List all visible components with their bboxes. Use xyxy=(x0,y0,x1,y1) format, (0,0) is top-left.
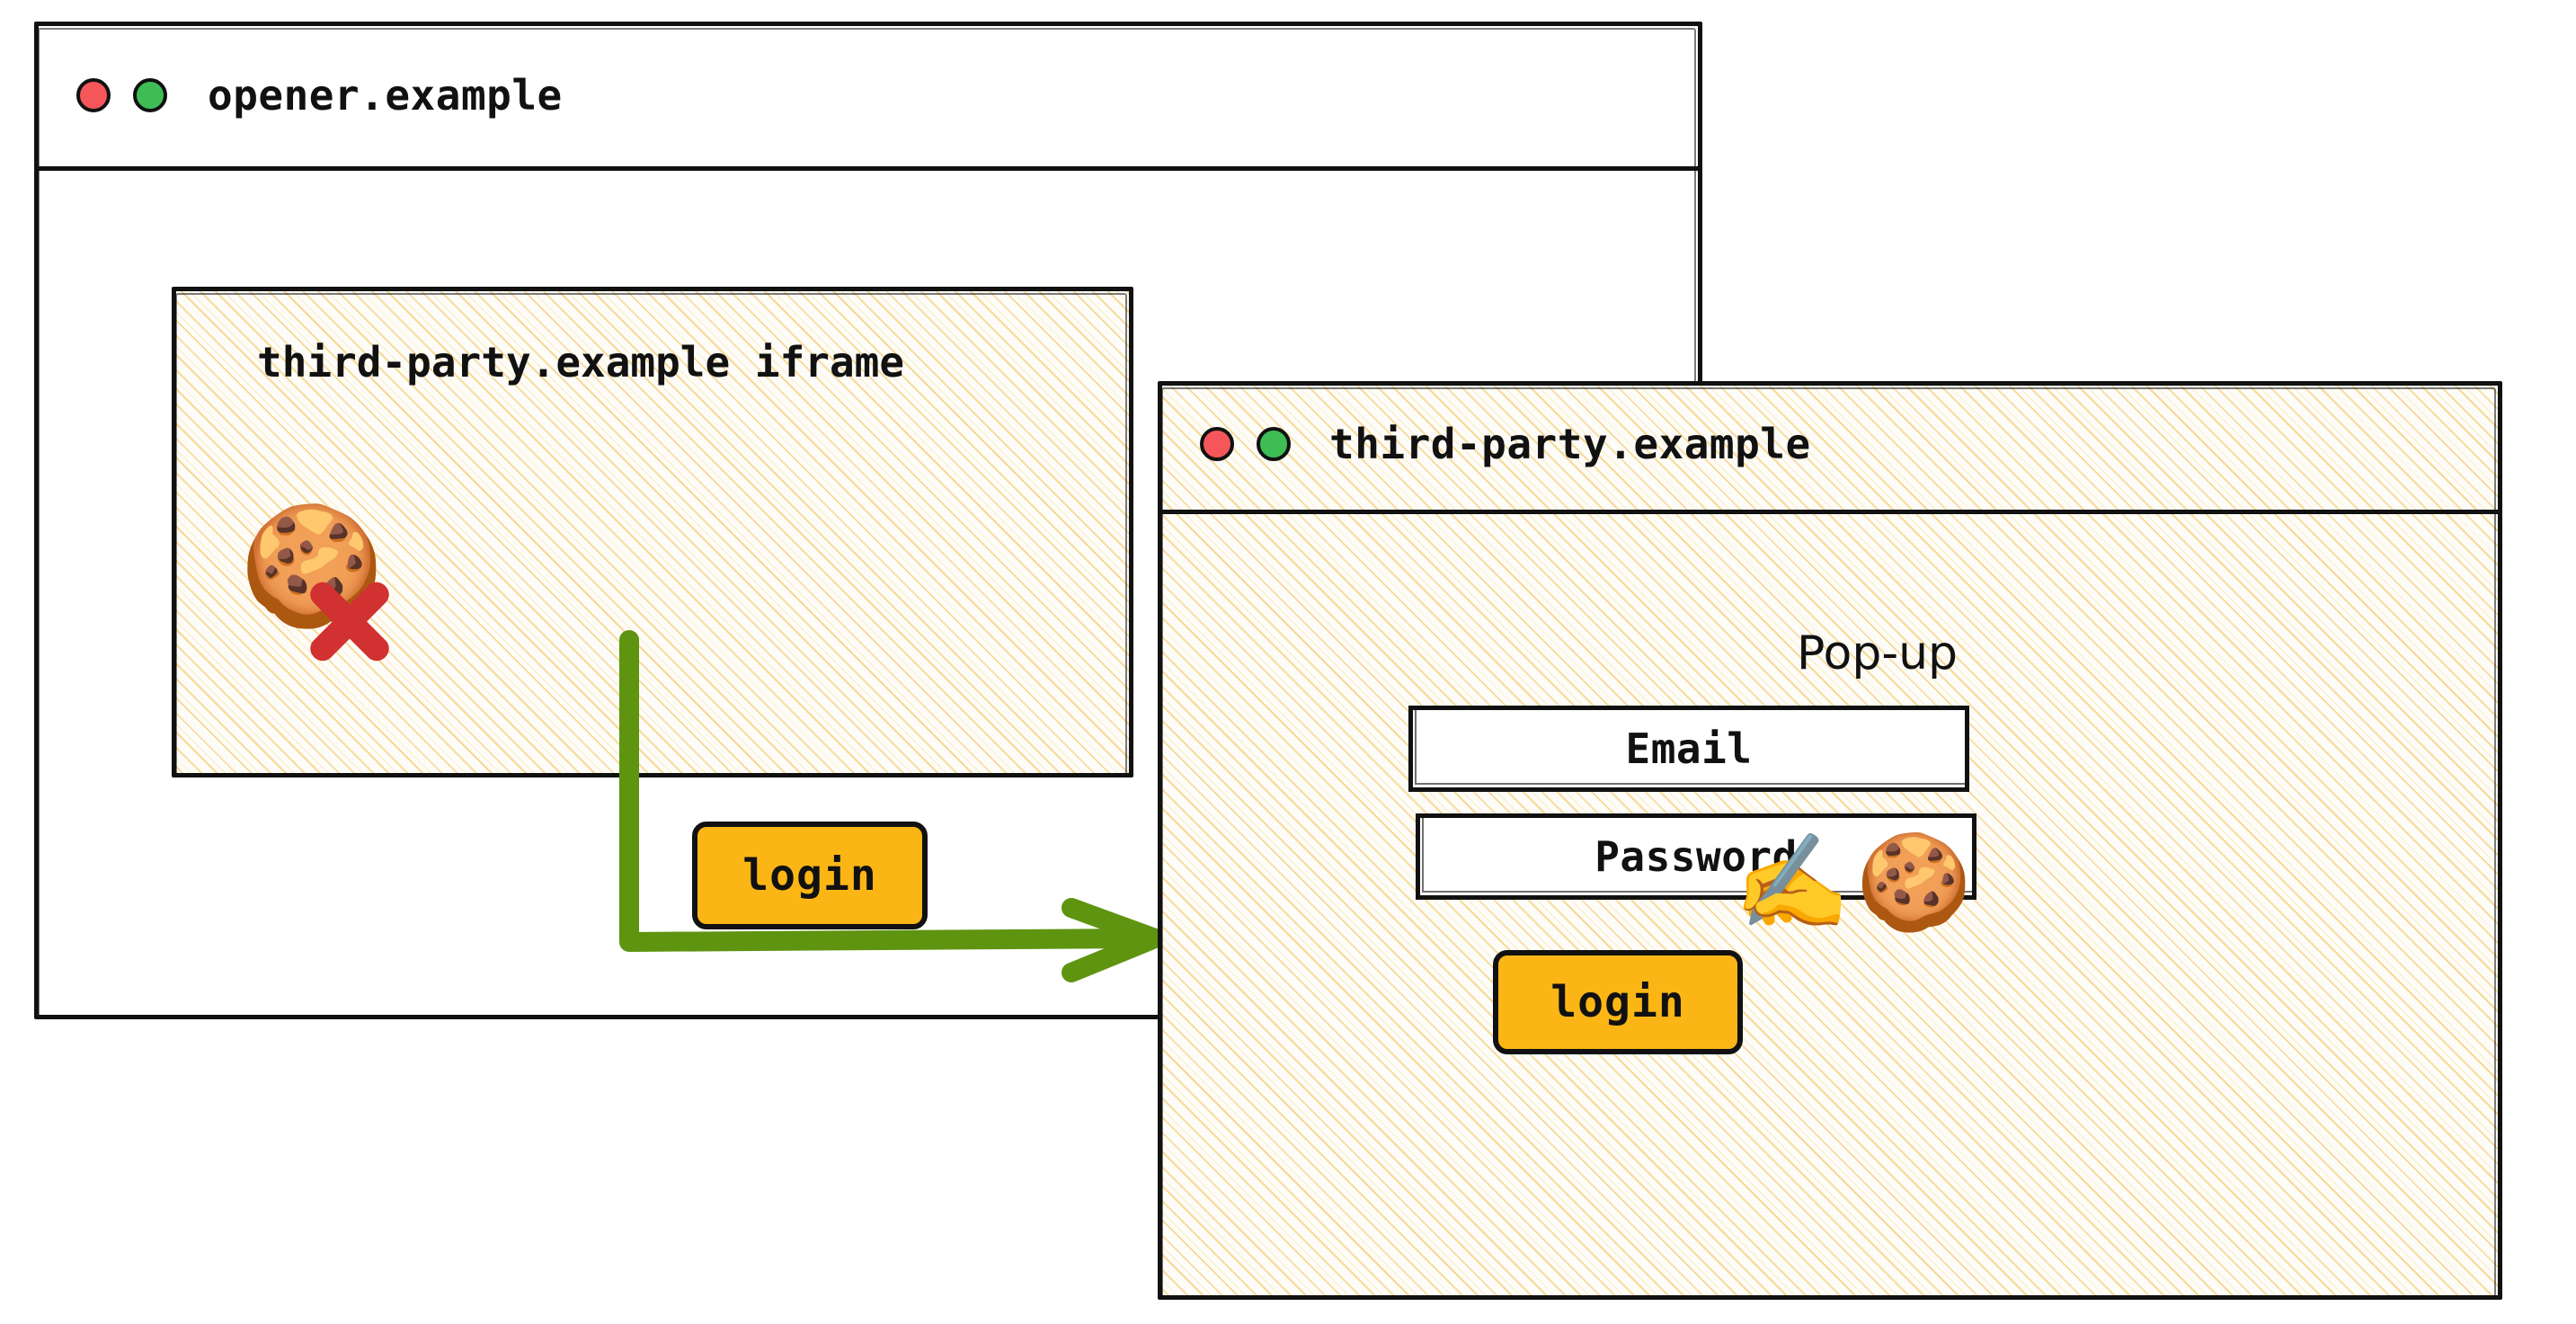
maximize-button-icon[interactable] xyxy=(133,78,167,112)
password-field[interactable]: Password xyxy=(1416,813,1976,900)
writing-hand-icon: ✍️ xyxy=(1734,827,1856,937)
maximize-button-icon[interactable] xyxy=(1257,427,1291,461)
cookie-icon: 🍪 xyxy=(1855,827,1977,937)
opener-titlebar-divider xyxy=(39,166,1698,171)
close-button-icon[interactable] xyxy=(76,78,111,112)
popup-titlebar-divider xyxy=(1162,510,2498,514)
popup-annotation-label: Pop-up xyxy=(1797,626,1959,680)
popup-login-button[interactable]: login xyxy=(1493,950,1743,1054)
close-button-icon[interactable] xyxy=(1200,427,1234,461)
cookie-write-indicator: ✍️🍪 xyxy=(1734,835,1977,929)
third-party-iframe: third-party.example iframe 🍪 login xyxy=(172,287,1133,929)
iframe-label: third-party.example iframe xyxy=(257,338,905,387)
popup-window-title: third-party.example xyxy=(1329,420,1811,468)
email-field[interactable]: Email xyxy=(1408,706,1969,792)
blocked-cookie-indicator: 🍪 xyxy=(239,507,419,669)
popup-browser-window: third-party.example Email Password login… xyxy=(1158,381,2502,1300)
opener-window-title: opener.example xyxy=(208,71,563,120)
x-mark-icon xyxy=(300,572,399,671)
iframe-login-button[interactable]: login xyxy=(692,822,928,929)
